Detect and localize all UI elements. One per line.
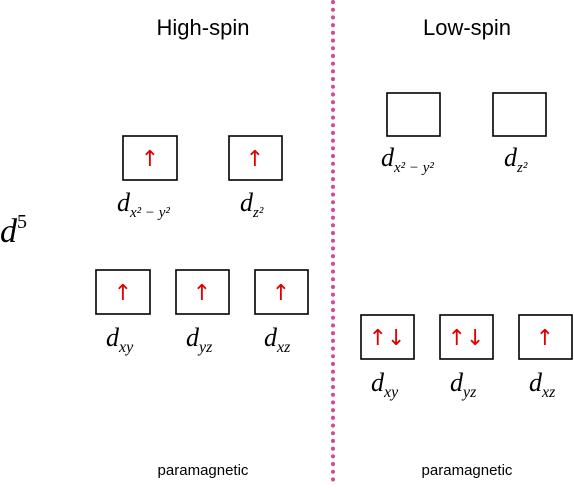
electron-arrows: ↑ bbox=[114, 281, 132, 306]
orbital-box bbox=[439, 314, 494, 360]
orbital-box bbox=[228, 135, 283, 181]
orbital-label: dz² bbox=[504, 143, 528, 176]
low-spin-t2g-orbital: ↑↓ dyz bbox=[439, 314, 494, 401]
high-spin-t2g-orbital: ↑ dxy bbox=[95, 269, 151, 356]
low-spin-t2g-orbital: ↑↓ dxy bbox=[360, 314, 415, 401]
low-spin-magnetism-label: paramagnetic bbox=[422, 462, 513, 479]
orbital-label: dyz bbox=[450, 368, 477, 401]
orbital-label: dx² − y² bbox=[117, 188, 170, 221]
electron-arrows: ↑ bbox=[246, 147, 264, 172]
electron-arrows: ↑ bbox=[536, 326, 554, 351]
orbital-label: dz² bbox=[240, 188, 264, 221]
orbital-box bbox=[360, 314, 415, 360]
high-spin-eg-orbital: ↑ dz² bbox=[228, 135, 283, 221]
orbital-label: dxz bbox=[264, 323, 291, 356]
orbital-label: dxz bbox=[529, 368, 556, 401]
electron-arrows: ↑↓ bbox=[448, 326, 485, 351]
orbital-box bbox=[122, 135, 178, 181]
low-spin-eg-orbital: dz² bbox=[492, 92, 547, 176]
high-spin-t2g-orbital: ↑ dxz bbox=[254, 269, 309, 356]
high-spin-magnetism-label: paramagnetic bbox=[158, 462, 249, 479]
orbital-box bbox=[254, 269, 309, 315]
orbital-label: dx² − y² bbox=[381, 143, 434, 176]
orbital-label: dxy bbox=[371, 368, 399, 401]
electron-arrows: ↑ bbox=[272, 281, 290, 306]
electron-arrows: ↑↓ bbox=[369, 326, 406, 351]
orbital-box bbox=[518, 314, 573, 360]
low-spin-eg-orbital: dx² − y² bbox=[381, 92, 441, 176]
orbital-label: dxy bbox=[106, 323, 134, 356]
low-spin-t2g-orbital: ↑ dxz bbox=[518, 314, 573, 401]
electron-arrows: ↑ bbox=[141, 147, 159, 172]
electron-config-label: d5 bbox=[0, 211, 27, 250]
orbital-label: dyz bbox=[186, 323, 213, 356]
orbital-box bbox=[492, 92, 547, 137]
electron-arrows: ↑ bbox=[193, 281, 211, 306]
orbital-box bbox=[175, 269, 230, 315]
low-spin-title: Low-spin bbox=[423, 15, 511, 40]
orbital-box bbox=[386, 92, 441, 137]
high-spin-eg-orbital: ↑ dx² − y² bbox=[117, 135, 178, 221]
orbital-box bbox=[95, 269, 151, 315]
high-spin-title: High-spin bbox=[157, 15, 250, 40]
high-spin-t2g-orbital: ↑ dyz bbox=[175, 269, 230, 356]
